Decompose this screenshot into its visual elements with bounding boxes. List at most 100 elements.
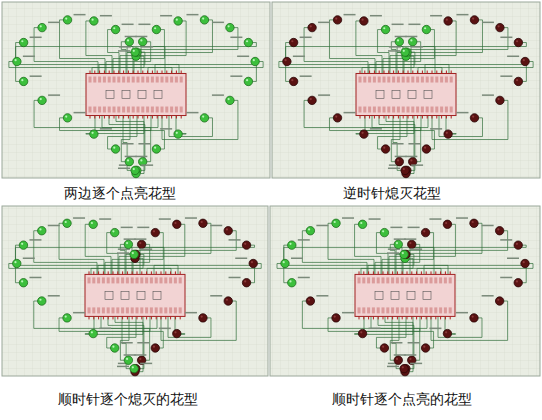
led-tag: [124, 354, 136, 356]
led-glint: [113, 147, 115, 149]
led: [173, 220, 181, 228]
led-glint: [40, 25, 42, 27]
led: [174, 130, 182, 138]
led-tag: [235, 257, 247, 259]
led: [19, 241, 27, 249]
led-tag: [395, 156, 407, 158]
wire: [134, 28, 238, 74]
led-tag: [429, 218, 441, 220]
led: [421, 344, 429, 352]
led: [380, 344, 388, 352]
led: [401, 48, 409, 56]
led-glint: [140, 39, 142, 41]
wire: [113, 30, 164, 74]
led: [244, 77, 252, 85]
led: [63, 219, 71, 227]
led-glint: [360, 222, 362, 224]
led-glint: [402, 252, 404, 254]
led-glint: [126, 358, 128, 360]
led: [13, 259, 21, 267]
panel-ground: [2, 206, 268, 376]
led: [89, 329, 97, 337]
led-tag: [389, 46, 401, 48]
led-tag: [121, 227, 133, 229]
led-tag: [482, 295, 494, 297]
wire: [356, 21, 382, 74]
led-tag: [316, 225, 328, 227]
led-tag: [159, 218, 171, 220]
led-tag: [291, 257, 303, 259]
led-glint: [139, 358, 141, 360]
led-tag: [210, 225, 222, 227]
led-tag: [30, 37, 42, 39]
led: [111, 344, 119, 352]
led-glint: [174, 331, 176, 333]
wire: [403, 231, 508, 275]
led-glint: [410, 39, 412, 41]
wire: [16, 43, 179, 74]
led-tag: [141, 164, 153, 166]
led-glint: [283, 261, 285, 263]
led-glint: [112, 230, 114, 232]
led-tag: [122, 24, 134, 26]
led-glint: [516, 280, 518, 282]
wire: [141, 43, 256, 74]
microcontroller-symbol: [355, 271, 455, 319]
led: [90, 17, 98, 25]
led-tag: [456, 217, 468, 219]
wire: [34, 28, 98, 74]
led-glint: [498, 98, 500, 100]
led-glint: [127, 159, 129, 161]
led-tag: [140, 363, 152, 365]
led-glint: [246, 40, 248, 42]
led-tag: [230, 37, 242, 39]
led-glint: [383, 147, 385, 149]
led-tag: [500, 75, 512, 77]
wire: [355, 224, 381, 274]
led-tag: [507, 56, 519, 58]
led-tag: [388, 50, 400, 52]
wire: [396, 223, 482, 274]
led-tag: [318, 94, 330, 96]
led: [470, 314, 478, 322]
led-tag: [212, 94, 224, 96]
led-ring: [281, 217, 529, 376]
led-tag: [404, 354, 416, 356]
led: [131, 48, 139, 56]
led: [360, 130, 368, 138]
led: [63, 114, 71, 122]
wires: [279, 20, 533, 174]
led: [514, 38, 522, 46]
led-glint: [382, 346, 384, 348]
led-glint: [174, 222, 176, 224]
led-glint: [140, 159, 142, 161]
led-tag: [408, 227, 420, 229]
wire: [328, 316, 420, 331]
led: [152, 25, 160, 33]
led-tag: [369, 328, 381, 330]
led-tag: [160, 128, 172, 130]
led: [288, 241, 296, 249]
led: [38, 96, 46, 104]
led: [422, 25, 430, 33]
led-tag: [456, 14, 468, 16]
led: [521, 259, 529, 267]
wire: [304, 28, 368, 74]
led: [124, 356, 132, 364]
wire: [133, 231, 236, 275]
led-glint: [396, 242, 398, 244]
led-glint: [228, 25, 230, 27]
led: [443, 220, 451, 228]
wire: [393, 116, 405, 171]
led-tag: [395, 36, 407, 38]
led-tag: [370, 128, 382, 130]
led-glint: [498, 25, 500, 27]
led-tag: [185, 312, 197, 314]
led-tag: [117, 366, 129, 368]
led-ring: [13, 217, 258, 376]
led: [242, 241, 250, 249]
led-tag: [298, 239, 310, 241]
led-tag: [118, 50, 130, 52]
led-tag: [410, 363, 422, 365]
led-tag: [390, 227, 402, 229]
